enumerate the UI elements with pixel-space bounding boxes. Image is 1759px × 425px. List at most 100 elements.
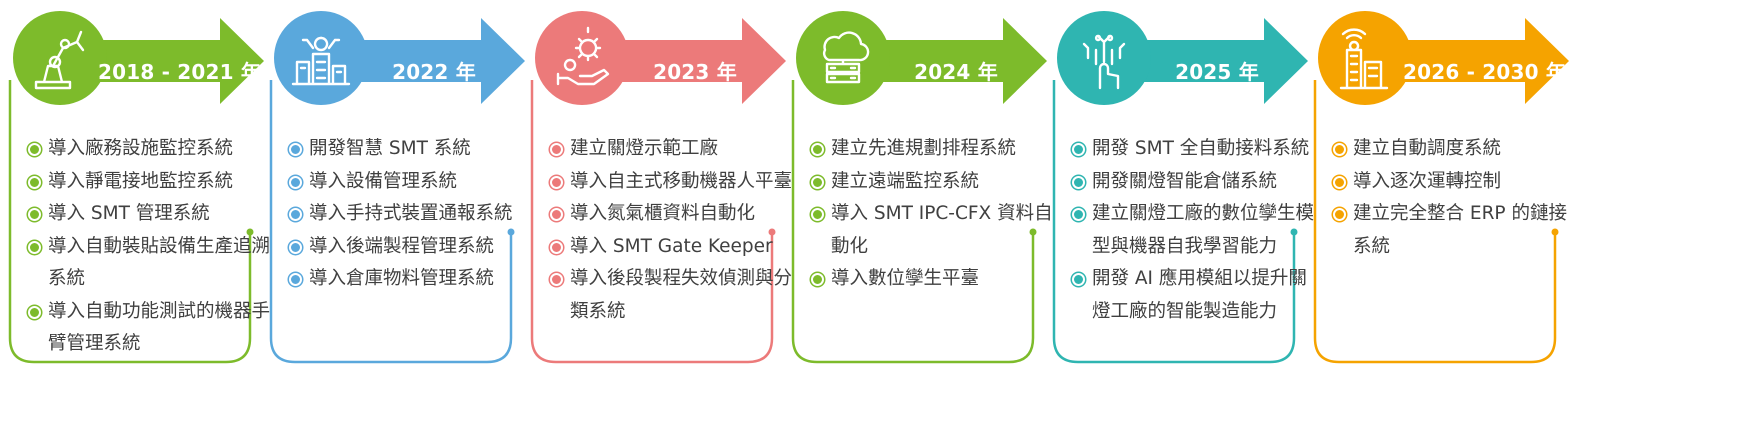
phase-item-text: 導入自動裝貼設備生產追溯系統 <box>48 235 271 290</box>
phase-item: 導入自動功能測試的機器手臂管理系統 <box>28 296 278 361</box>
phase-item-text: 導入靜電接地監控系統 <box>48 170 234 192</box>
phase-bracket <box>1313 80 1557 364</box>
phase-item: 導入自主式移動機器人平臺 <box>550 166 800 199</box>
bullet-dot-icon <box>811 143 824 156</box>
phase-column: 2024 年建立先進規劃排程系統建立遠端監控系統導入 SMT IPC-CFX 資… <box>785 0 1077 425</box>
bullet-dot-icon <box>811 175 824 189</box>
phase-item-text: 開發關燈智能倉儲系統 <box>1092 170 1278 192</box>
phase-item: 導入設備管理系統 <box>289 166 539 199</box>
phase-item-list: 開發智慧 SMT 系統導入設備管理系統導入手持式裝置通報系統導入後端製程管理系統… <box>289 133 539 296</box>
phase-item: 導入後段製程失效偵測與分類系統 <box>550 263 800 328</box>
robot-arm-icon <box>34 30 85 90</box>
phase-bracket <box>8 80 252 364</box>
smart-building-icon <box>1339 28 1389 90</box>
phase-badge <box>1318 11 1412 105</box>
phase-year-label: 2022 年 <box>392 60 476 84</box>
phase-column: 2026 - 2030 年建立自動調度系統導入逐次運轉控制建立完全整合 ERP … <box>1307 0 1599 425</box>
phase-item-text: 開發智慧 SMT 系統 <box>309 138 471 159</box>
phase-year-label: 2026 - 2030 年 <box>1403 60 1567 84</box>
phase-arrow <box>1104 18 1308 104</box>
phase-column: 2025 年開發 SMT 全自動接料系統開發關燈智能倉儲系統建立關燈工廠的數位孿… <box>1046 0 1338 425</box>
phase-item: 建立先進規劃排程系統 <box>811 133 1061 166</box>
phase-item-text: 導入逐次運轉控制 <box>1353 170 1502 192</box>
phase-item-text: 導入手持式裝置通報系統 <box>309 203 513 224</box>
bullet-dot-icon <box>289 208 302 221</box>
bracket-end-dot <box>1029 228 1037 236</box>
bullet-dot-icon <box>289 240 302 254</box>
phase-bracket <box>1052 80 1296 364</box>
phase-item-text: 建立自動調度系統 <box>1353 138 1502 159</box>
phase-item-text: 開發 SMT 全自動接料系統 <box>1092 138 1310 159</box>
phase-item-text: 導入倉庫物料管理系統 <box>309 268 495 289</box>
phase-item: 開發 AI 應用模組以提升關燈工廠的智能製造能力 <box>1072 263 1322 328</box>
phase-frame <box>1313 11 1569 364</box>
bullet-dot-icon <box>28 305 41 319</box>
phase-year-label: 2024 年 <box>914 60 998 84</box>
bullet-dot-icon <box>289 143 302 156</box>
phase-item: 導入手持式裝置通報系統 <box>289 198 539 231</box>
phase-item: 導入 SMT Gate Keeper <box>550 231 800 264</box>
phase-item: 開發 SMT 全自動接料系統 <box>1072 133 1322 166</box>
phase-item-list: 建立先進規劃排程系統建立遠端監控系統導入 SMT IPC-CFX 資料自動化導入… <box>811 133 1061 296</box>
bullet-dot-icon <box>550 208 563 221</box>
phase-item-text: 導入 SMT 管理系統 <box>48 203 210 224</box>
phase-item-text: 導入後段製程失效偵測與分類系統 <box>570 268 793 322</box>
phase-item-list: 開發 SMT 全自動接料系統開發關燈智能倉儲系統建立關燈工廠的數位孿生模型與機器… <box>1072 133 1322 328</box>
phase-item: 導入氮氣櫃資料自動化 <box>550 198 800 231</box>
phase-item-text: 導入自主式移動機器人平臺 <box>570 170 793 192</box>
phase-item: 導入數位孿生平臺 <box>811 263 1061 296</box>
bracket-end-dot <box>1290 228 1298 236</box>
phase-item-text: 建立先進規劃排程系統 <box>831 138 1017 159</box>
phase-item-text: 建立關燈工廠的數位孿生模型與機器自我學習能力 <box>1092 203 1315 257</box>
phase-arrow <box>843 18 1047 104</box>
phase-arrow <box>60 18 264 104</box>
phase-column: 2023 年建立關燈示範工廠導入自主式移動機器人平臺導入氮氣櫃資料自動化導入 S… <box>524 0 816 425</box>
bullet-dot-icon <box>1072 273 1085 286</box>
bullet-dot-icon <box>811 273 824 286</box>
phase-item-text: 建立關燈示範工廠 <box>570 138 719 159</box>
bullet-dot-icon <box>289 175 302 189</box>
phase-year-label: 2023 年 <box>653 60 737 84</box>
bullet-dot-icon <box>1072 143 1085 156</box>
phase-item-list: 建立關燈示範工廠導入自主式移動機器人平臺導入氮氣櫃資料自動化導入 SMT Gat… <box>550 133 800 328</box>
phase-year-label: 2018 - 2021 年 <box>98 60 262 84</box>
phase-item-text: 開發 AI 應用模組以提升關燈工廠的智能製造能力 <box>1092 268 1307 322</box>
phase-item: 導入靜電接地監控系統 <box>28 166 278 199</box>
phase-arrow <box>321 18 525 104</box>
phase-item: 導入廠務設施監控系統 <box>28 133 278 166</box>
phase-badge <box>796 11 890 105</box>
bullet-dot-icon <box>28 208 41 221</box>
bullet-dot-icon <box>1333 175 1346 189</box>
bullet-dot-icon <box>550 273 563 286</box>
bracket-end-dot <box>768 228 776 236</box>
phase-frame <box>791 11 1047 364</box>
phase-item-text: 導入自動功能測試的機器手臂管理系統 <box>48 300 271 355</box>
phase-item: 導入倉庫物料管理系統 <box>289 263 539 296</box>
phase-item-text: 導入設備管理系統 <box>309 170 458 192</box>
phase-bracket <box>791 80 1035 364</box>
phase-column: 2018 - 2021 年導入廠務設施監控系統導入靜電接地監控系統導入 SMT … <box>2 0 294 425</box>
bullet-dot-icon <box>550 240 563 254</box>
phase-item: 建立關燈工廠的數位孿生模型與機器自我學習能力 <box>1072 198 1322 263</box>
phase-arrow <box>1365 18 1569 104</box>
phase-item: 開發智慧 SMT 系統 <box>289 133 539 166</box>
phase-item: 建立關燈示範工廠 <box>550 133 800 166</box>
phase-item: 導入自動裝貼設備生產追溯系統 <box>28 231 278 296</box>
phase-item-text: 導入後端製程管理系統 <box>309 235 495 257</box>
bracket-end-dot <box>246 228 254 236</box>
gear-hand-icon <box>556 26 610 86</box>
phase-item: 導入逐次運轉控制 <box>1333 166 1583 199</box>
bullet-dot-icon <box>1072 208 1085 221</box>
bullet-dot-icon <box>811 208 824 221</box>
bullet-dot-icon <box>1333 143 1346 156</box>
cloud-server-icon <box>822 31 870 84</box>
bullet-dot-icon <box>1333 208 1346 221</box>
phase-item-text: 導入數位孿生平臺 <box>831 268 980 289</box>
phase-item-text: 建立完全整合 ERP 的鏈接系統 <box>1353 203 1567 257</box>
phase-item-text: 導入氮氣櫃資料自動化 <box>570 203 756 224</box>
phase-item: 導入 SMT IPC-CFX 資料自動化 <box>811 198 1061 263</box>
smart-factory-icon <box>291 36 351 86</box>
phase-item: 建立遠端監控系統 <box>811 166 1061 199</box>
touch-circuit-icon <box>1082 34 1126 90</box>
phase-item-text: 建立遠端監控系統 <box>831 170 980 192</box>
